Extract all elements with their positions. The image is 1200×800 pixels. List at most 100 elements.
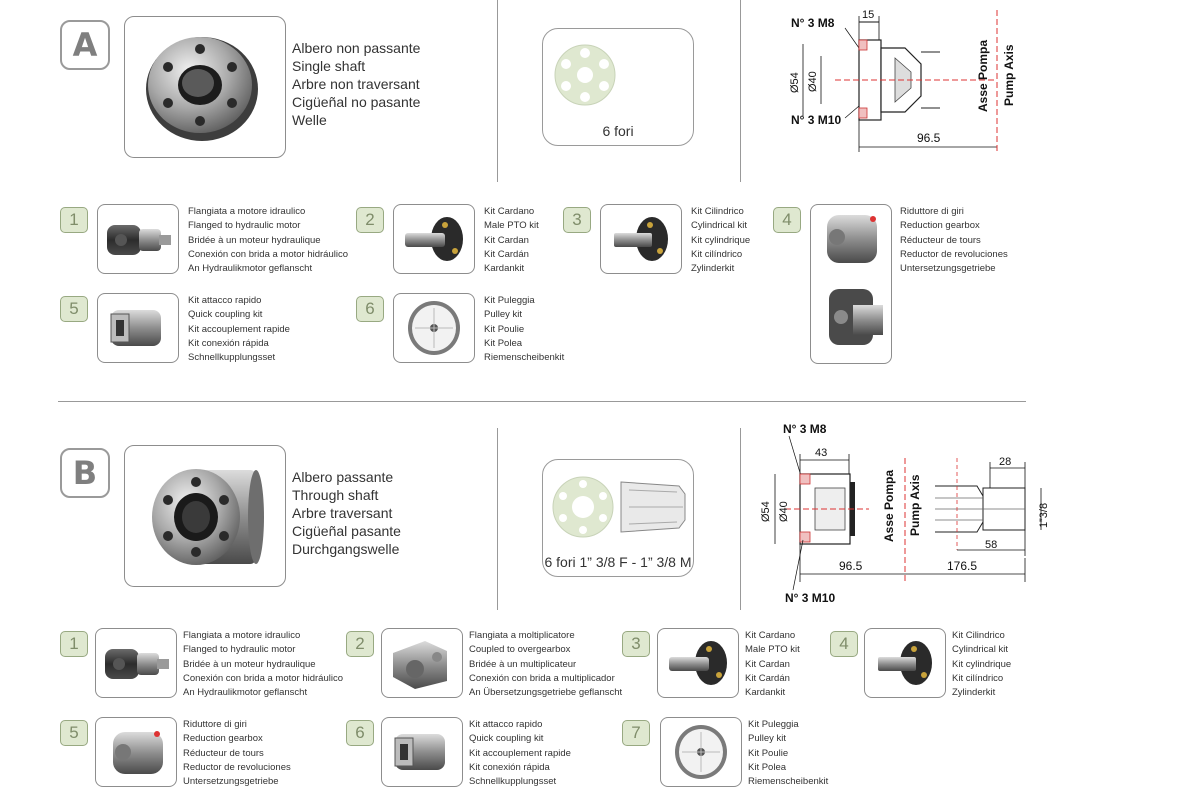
kit-a1-number: 1 <box>60 207 88 233</box>
holes-caption: 6 fori 1” 3/8 F - 1” 3/8 M <box>544 554 692 570</box>
kit-line: Kit Puleggia <box>484 295 535 306</box>
kit-line: Kit Polea <box>748 761 787 773</box>
kit-a2-image <box>393 204 475 274</box>
shaft-line: Albero non passante <box>292 40 421 56</box>
kit-line: An Hydraulikmotor geflanscht <box>183 687 308 699</box>
kit-line: Flanged to hydraulic motor <box>183 644 296 656</box>
axis-label-it: Asse Pompa <box>882 470 896 542</box>
kit-a1-image <box>97 204 179 274</box>
top-screw-label: N° 3 M8 <box>783 422 827 436</box>
kit-a4-description: Riduttore di giri Reduction gearbox Rédu… <box>900 205 1008 276</box>
kit-line: Male PTO kit <box>745 644 800 656</box>
kit-line: Reductor de revoluciones <box>183 761 291 773</box>
kit-a2-description: Kit Cardano Male PTO kit Kit Cardan Kit … <box>484 205 539 276</box>
shaft-line: Cigüeñal no pasante <box>292 94 421 110</box>
kit-line: Coupled to overgearbox <box>469 644 571 656</box>
kit-line: Kit conexión rápida <box>188 337 269 349</box>
divider <box>497 428 498 610</box>
kit-line: Reduction gearbox <box>900 220 980 232</box>
kit-line: Schnellkupplungsset <box>188 352 276 364</box>
shaft-line: Welle <box>292 112 327 128</box>
kit-a5-image <box>97 293 179 363</box>
kit-a5-description: Kit attacco rapido Quick coupling kit Ki… <box>188 294 290 365</box>
kit-line: Reduction gearbox <box>183 733 263 745</box>
dia-outer: Ø54 <box>760 501 772 522</box>
kit-line: Kardankit <box>484 263 525 275</box>
kit-a4-image <box>810 204 892 364</box>
kit-b3-image <box>657 628 739 698</box>
kit-a1-description: Flangiata a motore idraulico Flanged to … <box>188 205 348 276</box>
kit-line: Kit Poulie <box>484 323 525 335</box>
kit-b4-description: Kit Cilindrico Cylindrical kit Kit cylin… <box>952 629 1011 700</box>
top-screw-label: N° 3 M8 <box>791 16 835 30</box>
kit-line: Kit Cardano <box>484 206 535 217</box>
kit-b5-number: 5 <box>60 720 88 746</box>
kit-line: Kit Cardan <box>745 658 790 670</box>
kit-a6-number: 6 <box>356 296 384 322</box>
kit-b2-image <box>381 628 463 698</box>
kit-line: Kit attacco rapido <box>469 719 543 730</box>
kit-line: Flanged to hydraulic motor <box>188 220 301 232</box>
kit-b6-number: 6 <box>346 720 374 746</box>
dim-right-bottom: 58 <box>985 539 997 551</box>
kit-a3-description: Kit Cilindrico Cylindrical kit Kit cylin… <box>691 205 750 276</box>
bottom-screw-label: N° 3 M10 <box>791 113 841 127</box>
kit-line: Untersetzungsgetriebe <box>183 776 279 788</box>
kit-line: Schnellkupplungsset <box>469 776 557 788</box>
kit-line: Riemenscheibenkit <box>748 776 829 788</box>
kit-line: Pulley kit <box>484 309 523 321</box>
kit-a5-number: 5 <box>60 296 88 322</box>
kit-line: Cylindrical kit <box>691 220 747 232</box>
kit-b6-description: Kit attacco rapido Quick coupling kit Ki… <box>469 718 571 789</box>
divider <box>740 428 741 610</box>
dia-inner: Ø40 <box>807 71 819 92</box>
kit-line: Kardankit <box>745 687 786 699</box>
kit-b7-number: 7 <box>622 720 650 746</box>
kit-line: Kit cilíndrico <box>952 672 1004 684</box>
kit-b1-number: 1 <box>60 631 88 657</box>
dia-inner: Ø40 <box>778 501 790 522</box>
kit-line: Kit Polea <box>484 337 523 349</box>
shaft-line: Arbre non traversant <box>292 76 420 92</box>
shaft-line: Cigüeñal pasante <box>292 523 401 539</box>
section-divider <box>58 401 1026 402</box>
dim-right-top: 28 <box>999 456 1011 468</box>
kit-line: Conexión con brida a multiplicador <box>469 672 615 684</box>
kit-line: Kit Cardán <box>484 248 529 260</box>
kit-b5-description: Riduttore di giri Reduction gearbox Rédu… <box>183 718 291 789</box>
axis-label-en: Pump Axis <box>908 474 922 536</box>
kit-b3-description: Kit Cardano Male PTO kit Kit Cardan Kit … <box>745 629 800 700</box>
kit-line: Kit Cardano <box>745 630 796 641</box>
through-shaft-description: Albero passante Through shaft Arbre trav… <box>292 468 401 558</box>
kit-b6-image <box>381 717 463 787</box>
kit-line: Zylinderkit <box>952 687 996 699</box>
kit-a6-image <box>393 293 475 363</box>
kit-a2-number: 2 <box>356 207 384 233</box>
dim-top: 43 <box>815 447 827 459</box>
kit-line: Riemenscheibenkit <box>484 352 565 364</box>
kit-line: Réducteur de tours <box>183 747 264 759</box>
kit-line: An Hydraulikmotor geflanscht <box>188 263 313 275</box>
kit-line: Kit Poulie <box>748 747 789 759</box>
kit-line: Quick coupling kit <box>469 733 544 745</box>
spline-holes-box: 6 fori 1” 3/8 F - 1” 3/8 M <box>542 459 694 577</box>
flange-holes-icon <box>554 44 616 106</box>
section-a-letter: A <box>60 20 110 70</box>
kit-a4-number: 4 <box>773 207 801 233</box>
kit-line: Kit Cilindrico <box>691 206 744 217</box>
single-shaft-drawing: N° 3 M8 15 Ø54 Ø40 N° 3 M10 96.5 Asse Po… <box>789 9 1016 152</box>
kit-line: Kit conexión rápida <box>469 761 550 773</box>
kit-line: Bridée à un moteur hydraulique <box>188 234 321 246</box>
kit-line: Kit accouplement rapide <box>188 323 290 335</box>
kit-a3-image <box>600 204 682 274</box>
kit-b5-image <box>95 717 177 787</box>
axis-label-it: Asse Pompa <box>976 40 990 112</box>
dim-top: 15 <box>862 9 874 21</box>
kit-b2-number: 2 <box>346 631 374 657</box>
kit-b2-description: Flangiata a moltiplicatore Coupled to ov… <box>469 629 622 700</box>
kit-b1-image <box>95 628 177 698</box>
kit-b7-description: Kit Puleggia Pulley kit Kit Poulie Kit P… <box>748 718 828 789</box>
kit-line: Male PTO kit <box>484 220 539 232</box>
kit-line: Kit attacco rapido <box>188 295 262 306</box>
kit-line: Conexión con brida a motor hidráulico <box>188 248 349 260</box>
